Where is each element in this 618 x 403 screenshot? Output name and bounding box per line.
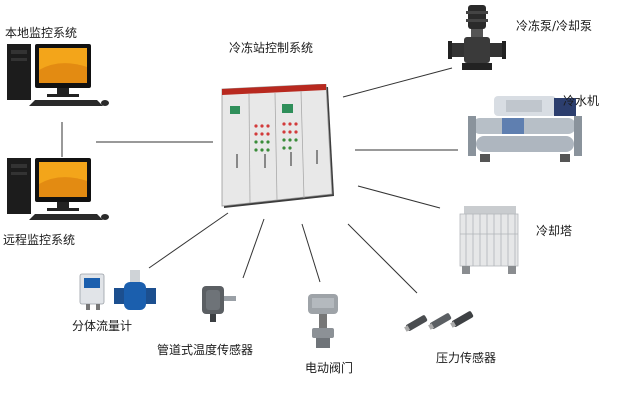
chiller-icon bbox=[468, 96, 582, 162]
pump-icon bbox=[448, 5, 506, 70]
remote-pc-icon bbox=[7, 158, 109, 220]
electric-valve-icon bbox=[308, 294, 338, 348]
link-center-temp bbox=[242, 218, 265, 279]
link-center-pressure bbox=[347, 223, 418, 294]
remote-label: 远程监控系统 bbox=[3, 233, 76, 247]
pump-label: 冷冻泵/冷却泵 bbox=[516, 19, 593, 33]
control-cabinet-icon bbox=[221, 84, 334, 208]
pressure-sensor-icon bbox=[404, 311, 474, 332]
link-center-pump bbox=[342, 67, 453, 98]
tower-label: 冷却塔 bbox=[536, 224, 573, 238]
center-label: 冷冻站控制系统 bbox=[229, 41, 314, 55]
flow-meter-icon bbox=[79, 270, 156, 310]
link-center-flow bbox=[148, 212, 229, 269]
local-pc-icon bbox=[7, 44, 109, 106]
valve-label: 电动阀门 bbox=[305, 361, 354, 375]
local-label: 本地监控系统 bbox=[5, 26, 78, 40]
link-center-tower bbox=[357, 185, 441, 209]
chiller-label: 冷水机 bbox=[563, 94, 600, 108]
cooling-tower-icon bbox=[459, 206, 519, 274]
temperature-sensor-icon bbox=[202, 286, 236, 322]
pressure-label: 压力传感器 bbox=[436, 351, 497, 365]
flow-label: 分体流量计 bbox=[72, 319, 133, 333]
link-center-valve bbox=[301, 223, 321, 283]
temp-label: 管道式温度传感器 bbox=[157, 343, 254, 357]
